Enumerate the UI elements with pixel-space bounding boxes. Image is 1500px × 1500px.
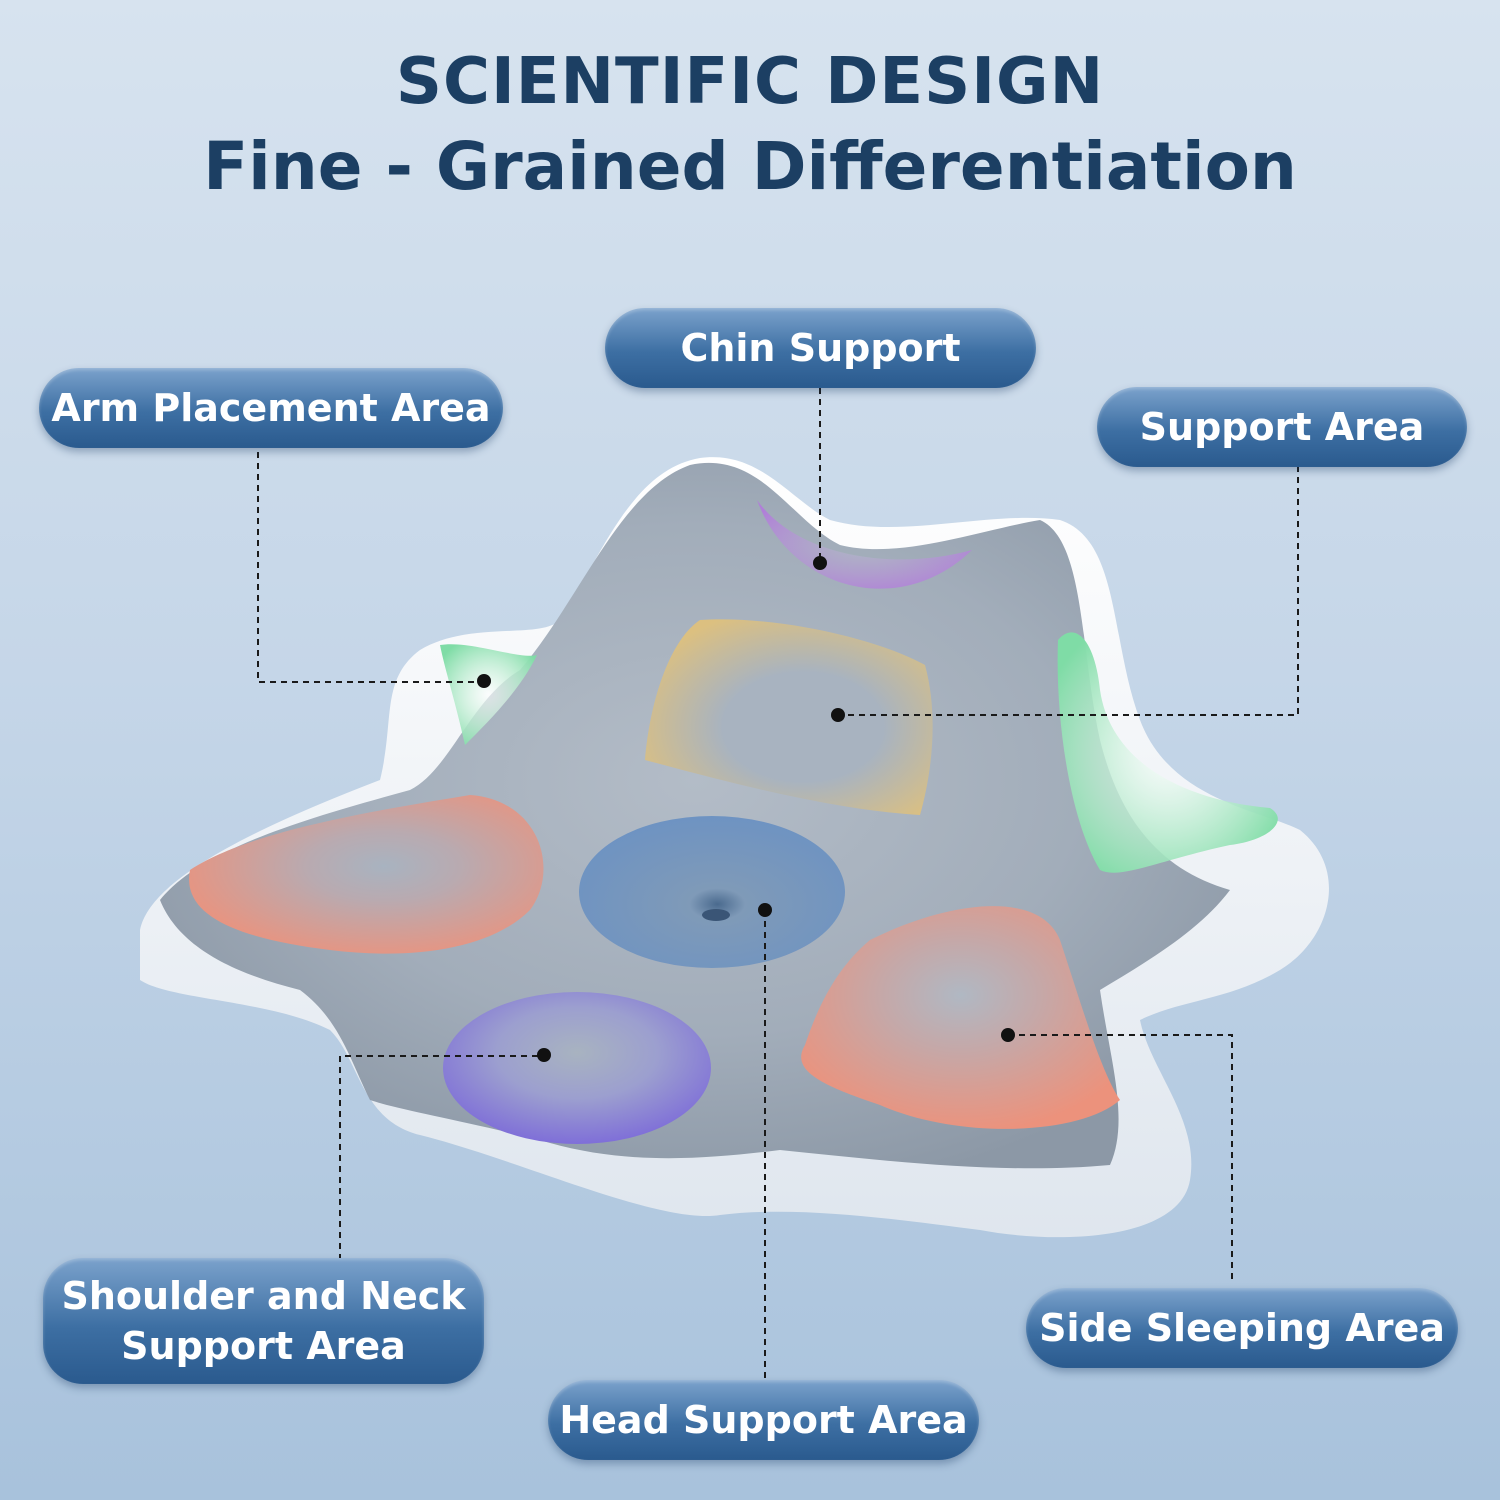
head-support-zone [579, 816, 845, 968]
side-sleeping-leader [1008, 1034, 1233, 1280]
arm-placement-dot [477, 674, 491, 688]
page-subtitle: Fine - Grained Differentiation [203, 128, 1297, 205]
head-support-dot [758, 903, 772, 917]
support-area-zone [645, 619, 933, 815]
chin-support-dot [813, 556, 827, 570]
page-title: SCIENTIFIC DESIGN [395, 45, 1105, 119]
shoulder-neck-leader [339, 1055, 544, 1260]
side-sleeping-zone-right [801, 906, 1120, 1129]
label-chin-support: Chin Support [605, 308, 1036, 388]
label-support-area: Support Area [1097, 387, 1467, 467]
arm-placement-zone [440, 644, 537, 745]
support-area-leader [838, 466, 1299, 716]
side-sleeping-zone-left [189, 795, 544, 954]
label-arm-placement-area: Arm Placement Area [39, 368, 503, 448]
label-head-support-area: Head Support Area [548, 1380, 979, 1460]
shoulder-neck-zone [443, 992, 711, 1144]
support-area-dot [831, 708, 845, 722]
head-support-dimple [702, 909, 730, 921]
label-shoulder-neck-line2: Support Area [121, 1324, 406, 1368]
chin-support-zone [757, 500, 972, 589]
shoulder-neck-dot [537, 1048, 551, 1062]
label-shoulder-neck-line1: Shoulder and Neck [61, 1274, 466, 1318]
side-sleeping-dot [1001, 1028, 1015, 1042]
label-side-sleeping-area: Side Sleeping Area [1026, 1288, 1458, 1368]
title-block: SCIENTIFIC DESIGN Fine - Grained Differe… [0, 40, 1500, 210]
side-support-zone [1057, 632, 1278, 873]
label-shoulder-neck-support-area: Shoulder and Neck Support Area [43, 1258, 484, 1384]
